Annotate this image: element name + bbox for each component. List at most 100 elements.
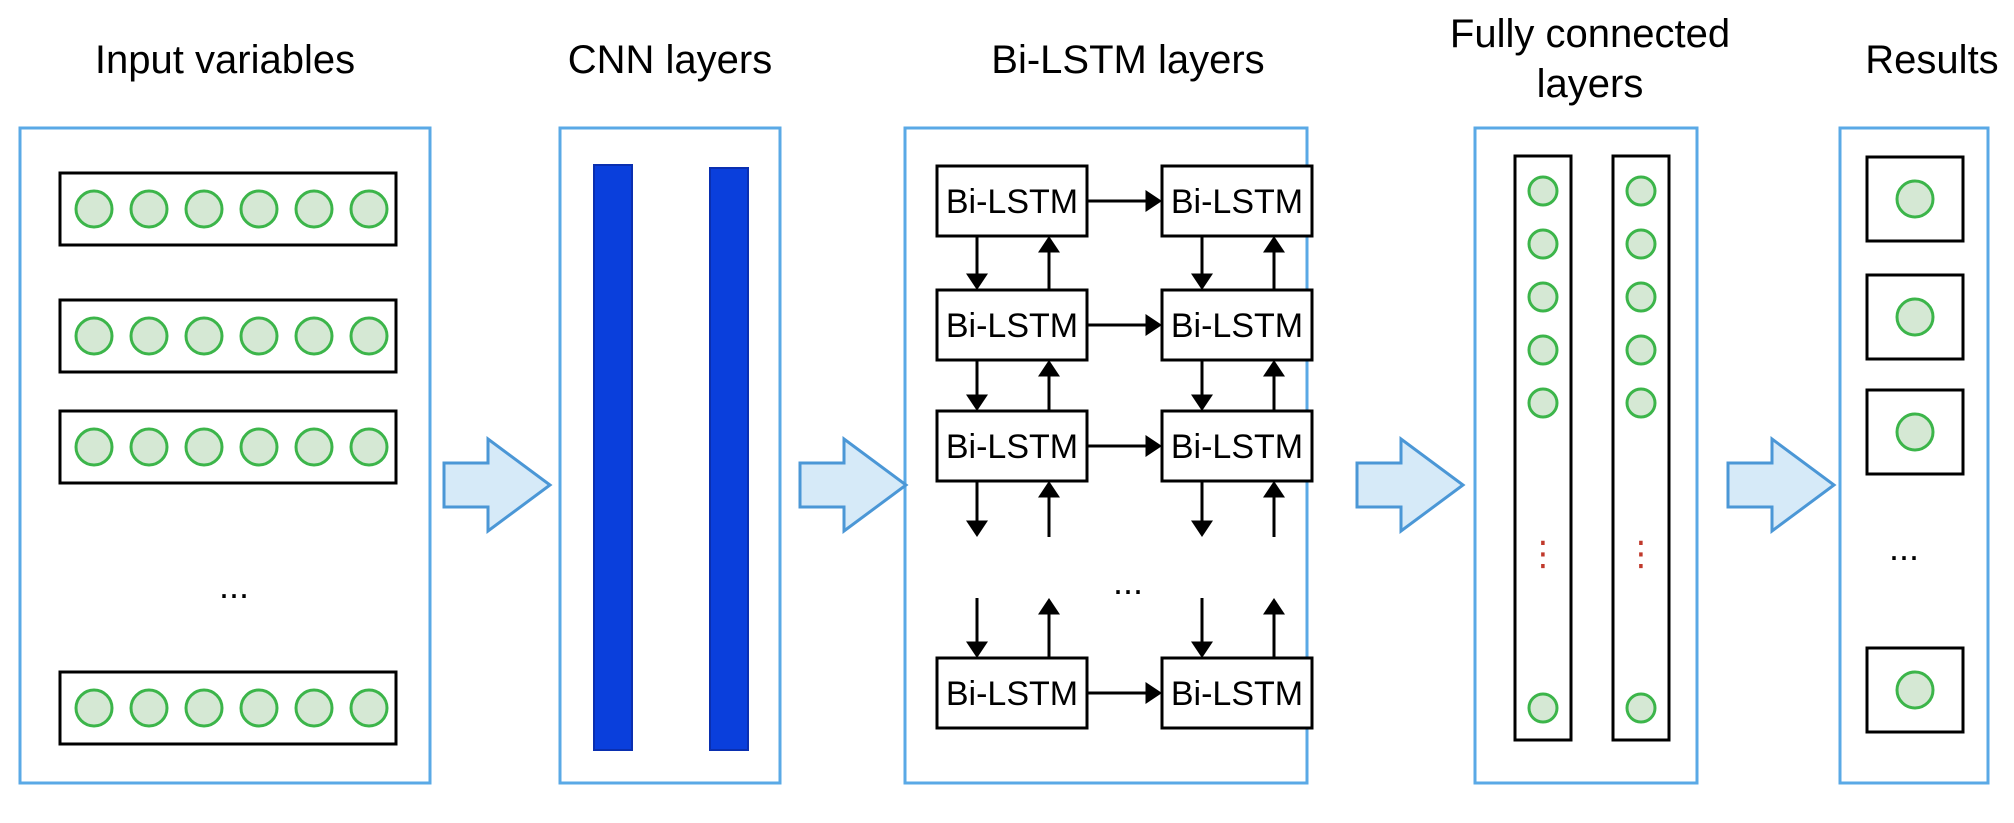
input-node: [129, 427, 169, 467]
arrow-down: [966, 236, 988, 290]
input-node: [294, 688, 334, 728]
arrow-head: [1191, 394, 1213, 411]
arrow-head: [1038, 360, 1060, 377]
results-ellipsis: ...: [1889, 527, 1919, 568]
cnn-layers-panel: [558, 126, 782, 785]
bilstm-cell-label: Bi-LSTM: [946, 183, 1078, 221]
fc-node: [1527, 228, 1559, 260]
bilstm-cell: Bi-LSTM: [935, 288, 1089, 362]
arrow-head: [1145, 314, 1162, 336]
fc-node: [1625, 281, 1657, 313]
arrow-down: [966, 598, 988, 658]
fc-ellipsis: ⋮: [1624, 535, 1658, 573]
input-node: [349, 316, 389, 356]
arrow-head: [1263, 360, 1285, 377]
input-node: [184, 688, 224, 728]
input-node: [184, 427, 224, 467]
input-node: [74, 189, 114, 229]
result-node: [1895, 670, 1935, 710]
input-node: [349, 427, 389, 467]
stage-title-cnn: CNN layers: [568, 38, 772, 82]
arrow-right: [1087, 682, 1162, 704]
flow-arrow: [1726, 436, 1837, 534]
flow-arrow: [442, 436, 553, 534]
input-variables-panel: ...: [18, 126, 432, 785]
input-node: [74, 427, 114, 467]
bilstm-cell: Bi-LSTM: [935, 164, 1089, 238]
input-node: [129, 316, 169, 356]
arrow-up: [1263, 598, 1285, 658]
input-node: [129, 189, 169, 229]
bilstm-cell-label: Bi-LSTM: [1171, 183, 1303, 221]
fc-node: [1527, 334, 1559, 366]
fc-node: [1625, 175, 1657, 207]
result-output: [1865, 155, 1965, 243]
arrow-head: [1191, 273, 1213, 290]
arrow-head: [1145, 435, 1162, 457]
input-node: [129, 688, 169, 728]
arrow-head: [1263, 481, 1285, 498]
input-row-box: [58, 171, 398, 247]
bilstm-cell-label: Bi-LSTM: [1171, 307, 1303, 345]
bilstm-cell: Bi-LSTM: [1160, 164, 1314, 238]
fc-node: [1625, 692, 1657, 724]
fully-connected-panel: ⋮⋮: [1473, 126, 1699, 785]
stage-title-results: Results: [1865, 38, 1998, 82]
arrow-head: [1191, 641, 1213, 658]
input-node: [239, 688, 279, 728]
bilstm-cell: Bi-LSTM: [935, 409, 1089, 483]
input-node: [294, 427, 334, 467]
bilstm-cell-box: [1160, 288, 1314, 362]
arrow-down: [1191, 481, 1213, 537]
fc-layer-column: ⋮: [1611, 154, 1671, 742]
flow-arrow: [798, 436, 909, 534]
arrow-up: [1263, 481, 1285, 537]
arrow-head: [966, 273, 988, 290]
input-node: [184, 189, 224, 229]
input-row-box: [58, 298, 398, 374]
arrow-up: [1038, 360, 1060, 411]
arrow-down: [966, 360, 988, 411]
fc-node: [1527, 692, 1559, 724]
bilstm-cell-box: [935, 164, 1089, 238]
result-node: [1895, 179, 1935, 219]
arrow-head: [1038, 481, 1060, 498]
input-node: [349, 688, 389, 728]
bilstm-cell-label: Bi-LSTM: [946, 428, 1078, 466]
input-row-box: [58, 409, 398, 485]
arrow-head: [1038, 236, 1060, 253]
arrow-head: [966, 394, 988, 411]
input-node: [239, 427, 279, 467]
arrow-down: [1191, 236, 1213, 290]
arrow-right: [1087, 314, 1162, 336]
fc-node: [1527, 175, 1559, 207]
bilstm-cell: Bi-LSTM: [1160, 656, 1314, 730]
arrow-head: [1145, 682, 1162, 704]
fc-node: [1527, 387, 1559, 419]
result-output: [1865, 388, 1965, 476]
input-node: [239, 316, 279, 356]
arrow-up: [1263, 236, 1285, 290]
arrow-head: [1038, 598, 1060, 615]
input-node: [239, 189, 279, 229]
arrow-head: [1191, 520, 1213, 537]
arrow-right: [1087, 435, 1162, 457]
bilstm-cell-box: [1160, 656, 1314, 730]
fc-node: [1625, 228, 1657, 260]
bilstm-cell-box: [1160, 409, 1314, 483]
input-ellipsis: ...: [219, 565, 249, 606]
result-output: [1865, 273, 1965, 361]
cnn-layer-bar: [709, 167, 749, 751]
fc-node: [1625, 387, 1657, 419]
input-node: [349, 189, 389, 229]
bilstm-cell-box: [935, 288, 1089, 362]
arrow-right: [1087, 190, 1162, 212]
bilstm-cell-label: Bi-LSTM: [946, 307, 1078, 345]
arrow-up: [1038, 236, 1060, 290]
arrow-up: [1263, 360, 1285, 411]
input-row: [58, 670, 398, 746]
bilstm-cell: Bi-LSTM: [935, 656, 1089, 730]
input-node: [294, 189, 334, 229]
